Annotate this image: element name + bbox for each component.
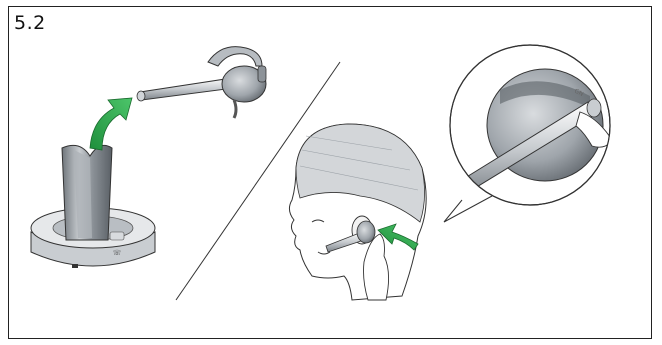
headset — [137, 47, 266, 118]
zoom-detail-circle: GN — [450, 45, 612, 205]
lift-headset-arrow-icon — [90, 98, 132, 150]
zoom-callout-pointer — [444, 196, 492, 222]
person-head — [289, 124, 426, 300]
svg-text:☏: ☏ — [113, 249, 122, 257]
base-station: ☏ — [31, 145, 155, 268]
